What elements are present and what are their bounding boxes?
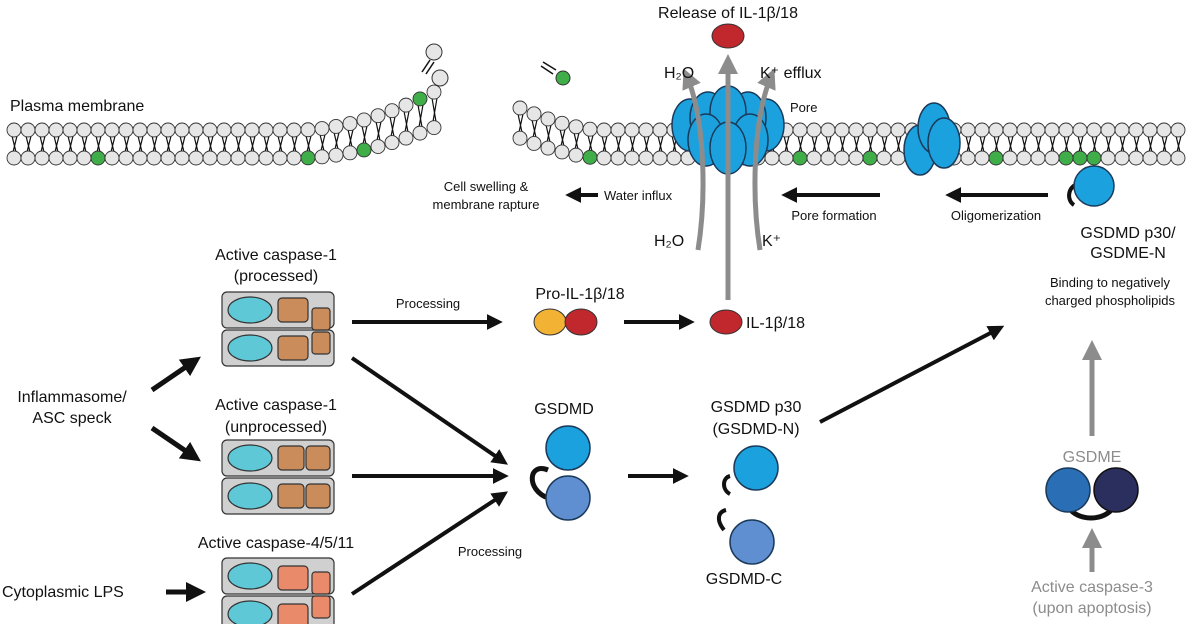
inflammasome-to-processed-arrow bbox=[150, 356, 201, 393]
il-label: IL-1β/18 bbox=[746, 315, 805, 332]
processing-bottom-label: Processing bbox=[458, 544, 522, 559]
processing-top-label: Processing bbox=[396, 296, 460, 311]
gsdmd-n-fragment bbox=[722, 445, 779, 496]
casp1-processed-to-gsdmd-arrow bbox=[350, 356, 508, 465]
detached-lipid-left bbox=[421, 43, 449, 87]
caspase-4-5-11 bbox=[221, 557, 335, 624]
gsdmd-c-fragment bbox=[717, 508, 775, 565]
membrane-left bbox=[6, 84, 442, 166]
gsdme-label: GSDME bbox=[1063, 449, 1122, 466]
k-efflux-label: K⁺ efflux bbox=[760, 65, 822, 82]
water-influx-label: Water influx bbox=[604, 188, 673, 203]
h2o-top-label: H₂O bbox=[664, 65, 694, 82]
active-casp1-processed-label-1: Active caspase-1 bbox=[215, 247, 337, 264]
gsdmd-n-label-2: (GSDMD-N) bbox=[712, 421, 799, 438]
k-bottom-label: K⁺ bbox=[762, 233, 781, 250]
active-casp3-label-1: Active caspase-3 bbox=[1031, 579, 1153, 596]
gsdmd-n-membrane-bound bbox=[1067, 165, 1115, 207]
gsdmd-p30-label-1: GSDMD p30/ bbox=[1080, 225, 1176, 242]
active-casp4-label: Active caspase-4/5/11 bbox=[198, 535, 354, 552]
casp4-to-gsdmd-arrow bbox=[350, 491, 509, 596]
il-1b-mature bbox=[709, 309, 743, 335]
inflammasome-label-2: ASC speck bbox=[32, 410, 112, 427]
pore-label: Pore bbox=[790, 100, 817, 115]
plasma-membrane-label: Plasma membrane bbox=[10, 98, 144, 115]
cell-swelling-label-1: Cell swelling & bbox=[444, 179, 529, 194]
inflammasome-to-unprocessed-arrow bbox=[150, 425, 201, 462]
pro-il-label: Pro-IL-1β/18 bbox=[535, 286, 624, 303]
gsdmd-c-label: GSDMD-C bbox=[706, 571, 782, 588]
pro-il-1b bbox=[533, 308, 598, 336]
caspase-1-processed bbox=[221, 291, 335, 367]
release-label: Release of IL-1β/18 bbox=[658, 5, 798, 22]
pore-flow-arrows bbox=[682, 54, 776, 300]
cell-swelling-label-2: membrane rapture bbox=[433, 197, 540, 212]
h2o-bottom-label: H₂O bbox=[654, 233, 684, 250]
caspase-1-unprocessed bbox=[221, 439, 335, 515]
pore-formation-label: Pore formation bbox=[791, 208, 876, 223]
binding-label-1: Binding to negatively bbox=[1050, 275, 1170, 290]
gsdme-protein bbox=[1045, 467, 1139, 521]
active-casp3-label-2: (upon apoptosis) bbox=[1032, 600, 1151, 617]
detached-lipid-right bbox=[540, 61, 571, 86]
membrane-right bbox=[512, 100, 1186, 166]
inflammasome-label-1: Inflammasome/ bbox=[17, 389, 127, 406]
gsdmd-n-label-1: GSDMD p30 bbox=[711, 399, 802, 416]
gsdmd-label: GSDMD bbox=[534, 401, 594, 418]
active-casp1-unprocessed-label-2: (unprocessed) bbox=[225, 419, 327, 436]
active-casp1-unprocessed-label-1: Active caspase-1 bbox=[215, 397, 337, 414]
active-casp1-processed-label-2: (processed) bbox=[234, 268, 318, 285]
binding-label-2: charged phospholipids bbox=[1045, 293, 1176, 308]
oligomerization-label: Oligomerization bbox=[951, 208, 1041, 223]
gsdmd-oligomer bbox=[903, 102, 961, 176]
cytoplasmic-lps-label: Cytoplasmic LPS bbox=[2, 584, 124, 601]
gsdmd-p30-label-2: GSDME-N bbox=[1090, 245, 1166, 262]
il-1b-released bbox=[711, 23, 745, 49]
gsdmd-n-to-binding-arrow bbox=[819, 325, 1005, 424]
gsdmd-full-length bbox=[529, 425, 591, 521]
